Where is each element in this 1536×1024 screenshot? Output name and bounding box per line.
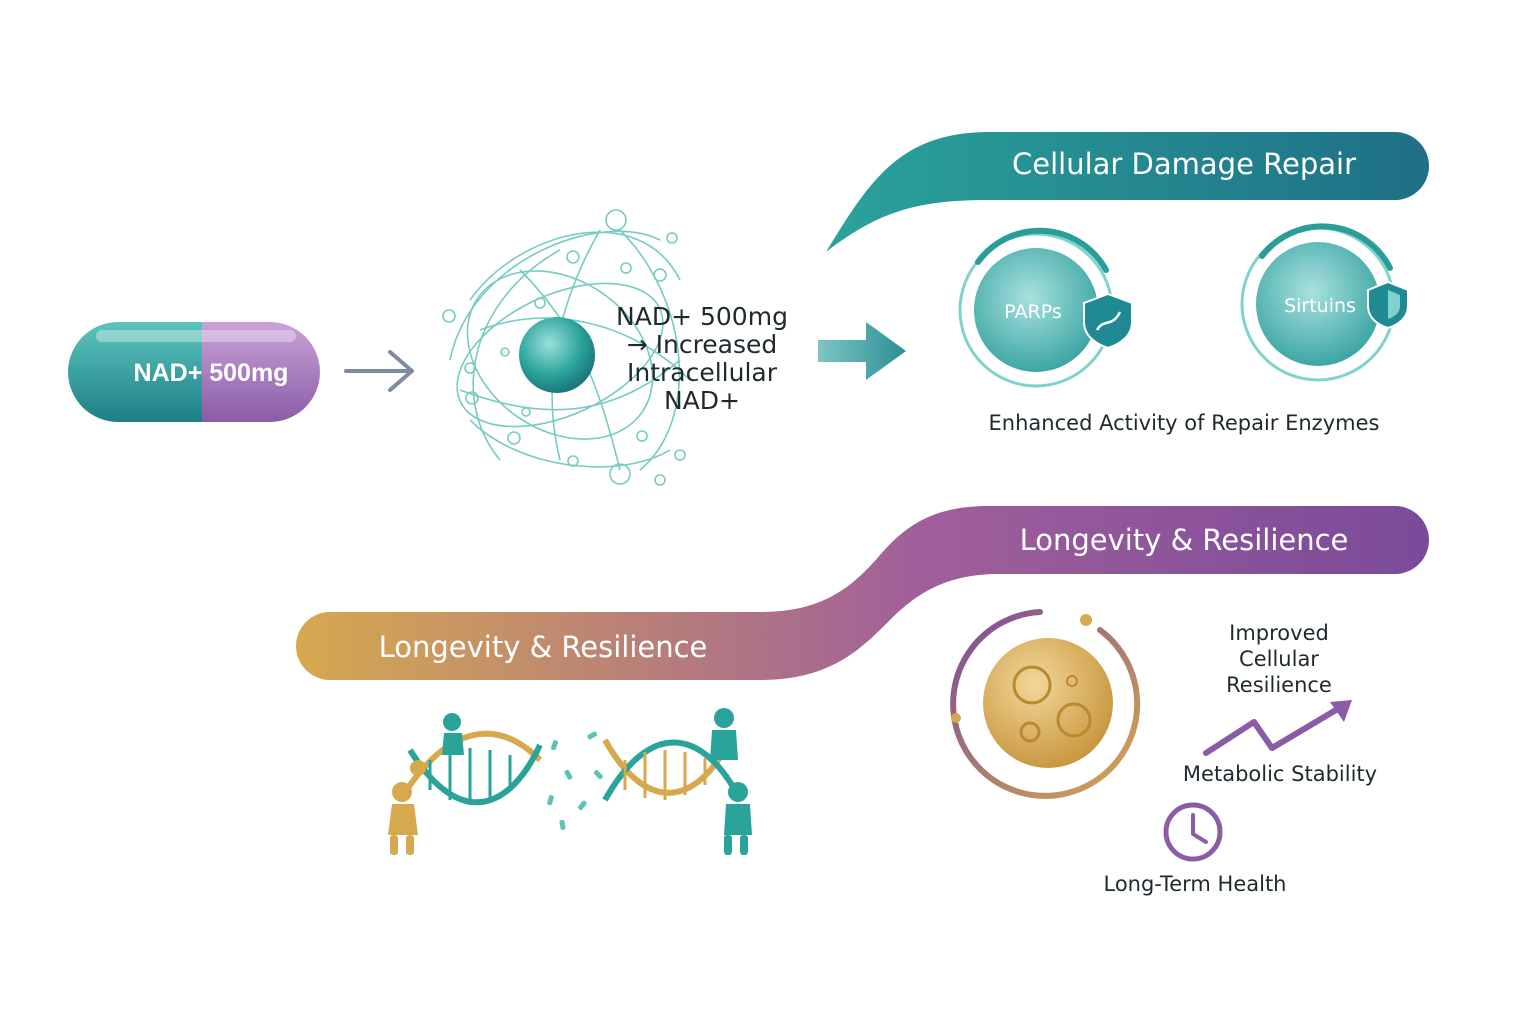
shield-icon — [1367, 280, 1409, 330]
repair-banner — [826, 132, 1429, 252]
nad-capsule — [68, 322, 320, 422]
longevity-banner-right: Longevity & Resilience — [1020, 523, 1349, 557]
nad-sphere — [519, 317, 595, 393]
metabolic-label: Metabolic Stability — [1183, 762, 1377, 786]
enzyme-parps — [958, 227, 1114, 388]
long-term-label: Long-Term Health — [1103, 872, 1286, 896]
process-label-line-1: NAD+ 500mg — [616, 302, 788, 331]
enzyme-parps-label: PARPs — [1004, 301, 1061, 323]
process-label-line-3: Intracellular — [627, 358, 778, 387]
process-label-line-4: NAD+ — [664, 386, 740, 415]
shield-dna-icon — [1083, 292, 1133, 350]
arrow-right-icon — [344, 350, 414, 392]
resilience-line-3: Resilience — [1226, 673, 1332, 697]
repair-caption: Enhanced Activity of Repair Enzymes — [989, 411, 1380, 435]
clock-icon — [1163, 802, 1223, 862]
cell-icon — [950, 609, 1141, 799]
longevity-banner-left: Longevity & Resilience — [379, 630, 708, 664]
capsule-label: NAD+ 500mg — [134, 359, 289, 387]
repair-banner-title: Cellular Damage Repair — [1012, 147, 1356, 181]
dna-repair-icon — [388, 708, 752, 855]
big-arrow-icon — [818, 322, 906, 380]
resilience-line-1: Improved — [1229, 621, 1329, 645]
resilience-line-2: Cellular — [1239, 647, 1319, 671]
enzyme-sirtuins-label: Sirtuins — [1284, 295, 1356, 317]
process-label-line-2: → Increased — [627, 330, 778, 359]
longevity-wave — [296, 506, 1429, 680]
trend-arrow-icon — [1203, 700, 1352, 756]
